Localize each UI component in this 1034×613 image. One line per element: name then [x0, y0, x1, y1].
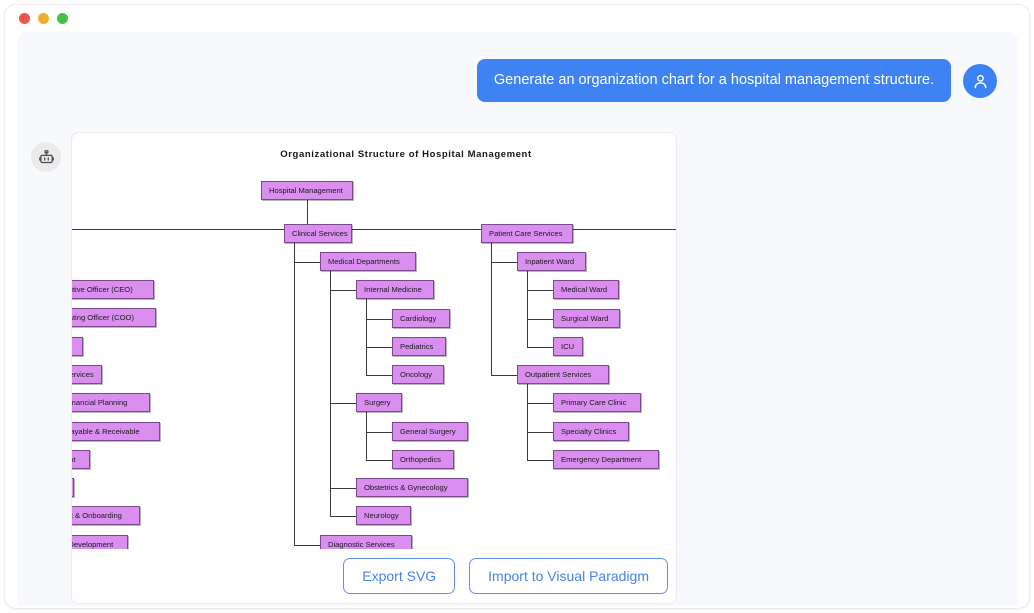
assistant-message-row: Organizational Structure of Hospital Man…	[31, 132, 677, 604]
connector-line	[366, 412, 367, 460]
app-window: Generate an organization chart for a hos…	[4, 4, 1030, 609]
connector-line	[330, 271, 331, 516]
org-node[interactable]: Surgical Ward	[553, 309, 620, 328]
org-node[interactable]: Neurology	[356, 506, 411, 525]
org-node[interactable]: Chief Operating Officer (COO)	[72, 308, 156, 327]
robot-icon	[31, 142, 61, 172]
org-node[interactable]: Finance Department	[72, 337, 83, 356]
connector-line	[366, 319, 392, 320]
connector-line	[527, 319, 553, 320]
connector-line	[527, 290, 553, 291]
connector-line	[330, 290, 356, 291]
org-node[interactable]: Diagnostic Services	[320, 535, 412, 551]
org-chart-viewport[interactable]: Organizational Structure of Hospital Man…	[72, 133, 676, 551]
user-message-bubble: Generate an organization chart for a hos…	[476, 59, 951, 103]
connector-line	[366, 375, 392, 376]
org-node[interactable]: Training & Development	[72, 535, 128, 551]
connector-line	[527, 460, 553, 461]
org-node[interactable]: Accounts Payable & Receivable	[72, 422, 160, 441]
connector-line	[294, 545, 320, 546]
connector-line	[527, 384, 528, 460]
maximize-window-button[interactable]	[57, 13, 68, 24]
minimize-window-button[interactable]	[38, 13, 49, 24]
org-node[interactable]: Procurement	[72, 450, 90, 469]
org-node[interactable]: Oncology	[392, 365, 444, 384]
org-node[interactable]: Medical Departments	[320, 252, 416, 271]
connector-line	[294, 243, 295, 545]
org-node[interactable]: Clinical Services	[284, 224, 352, 243]
connector-line	[527, 271, 528, 347]
connector-line	[491, 243, 492, 375]
person-icon	[963, 64, 997, 98]
org-node[interactable]: Surgery	[356, 393, 402, 412]
org-node[interactable]: Recruitment & Onboarding	[72, 506, 140, 525]
connector-line	[72, 229, 676, 230]
import-to-visual-paradigm-button[interactable]: Import to Visual Paradigm	[469, 558, 668, 594]
org-node[interactable]: Pediatrics	[392, 337, 446, 356]
org-node[interactable]: Human Resources	[72, 478, 74, 497]
org-node[interactable]: Inpatient Ward	[517, 252, 586, 271]
org-node[interactable]: Outpatient Services	[517, 365, 609, 384]
org-chart-card: Organizational Structure of Hospital Man…	[71, 132, 677, 604]
org-chart-title: Organizational Structure of Hospital Man…	[280, 149, 532, 160]
org-node[interactable]: ICU	[553, 337, 583, 356]
chat-content-panel: Generate an organization chart for a hos…	[17, 32, 1019, 606]
org-node[interactable]: Financial Services	[72, 365, 102, 384]
connector-line	[366, 347, 392, 348]
window-titlebar	[5, 5, 1029, 32]
connector-line	[366, 460, 392, 461]
connector-line	[307, 200, 308, 229]
org-node[interactable]: Orthopedics	[392, 450, 454, 469]
org-node[interactable]: General Surgery	[392, 422, 468, 441]
close-window-button[interactable]	[19, 13, 30, 24]
org-node[interactable]: Cardiology	[392, 309, 450, 328]
connector-line	[491, 375, 517, 376]
org-node[interactable]: Chief Executive Officer (CEO)	[72, 280, 154, 299]
connector-line	[491, 262, 517, 263]
org-node[interactable]: Primary Care Clinic	[553, 393, 641, 412]
connector-line	[330, 516, 356, 517]
connector-line	[527, 432, 553, 433]
org-chart-action-bar: Export SVG Import to Visual Paradigm	[72, 549, 676, 603]
org-node[interactable]: Budget & Financial Planning	[72, 393, 150, 412]
org-node[interactable]: Internal Medicine	[356, 280, 434, 299]
connector-line	[330, 403, 356, 404]
org-node[interactable]: Patient Care Services	[481, 224, 573, 243]
org-node[interactable]: Obstetrics & Gynecology	[356, 478, 468, 497]
connector-line	[527, 403, 553, 404]
org-chart-canvas[interactable]: Organizational Structure of Hospital Man…	[72, 133, 676, 551]
org-node[interactable]: Emergency Department	[553, 450, 659, 469]
connector-line	[294, 262, 320, 263]
connector-line	[366, 299, 367, 375]
connector-line	[527, 347, 553, 348]
connector-line	[330, 488, 356, 489]
user-message-row: Generate an organization chart for a hos…	[476, 59, 997, 103]
org-node[interactable]: Specialty Clinics	[553, 422, 629, 441]
org-node[interactable]: Medical Ward	[553, 280, 619, 299]
connector-line	[366, 432, 392, 433]
org-node[interactable]: Hospital Management	[261, 181, 353, 200]
export-svg-button[interactable]: Export SVG	[343, 558, 456, 594]
